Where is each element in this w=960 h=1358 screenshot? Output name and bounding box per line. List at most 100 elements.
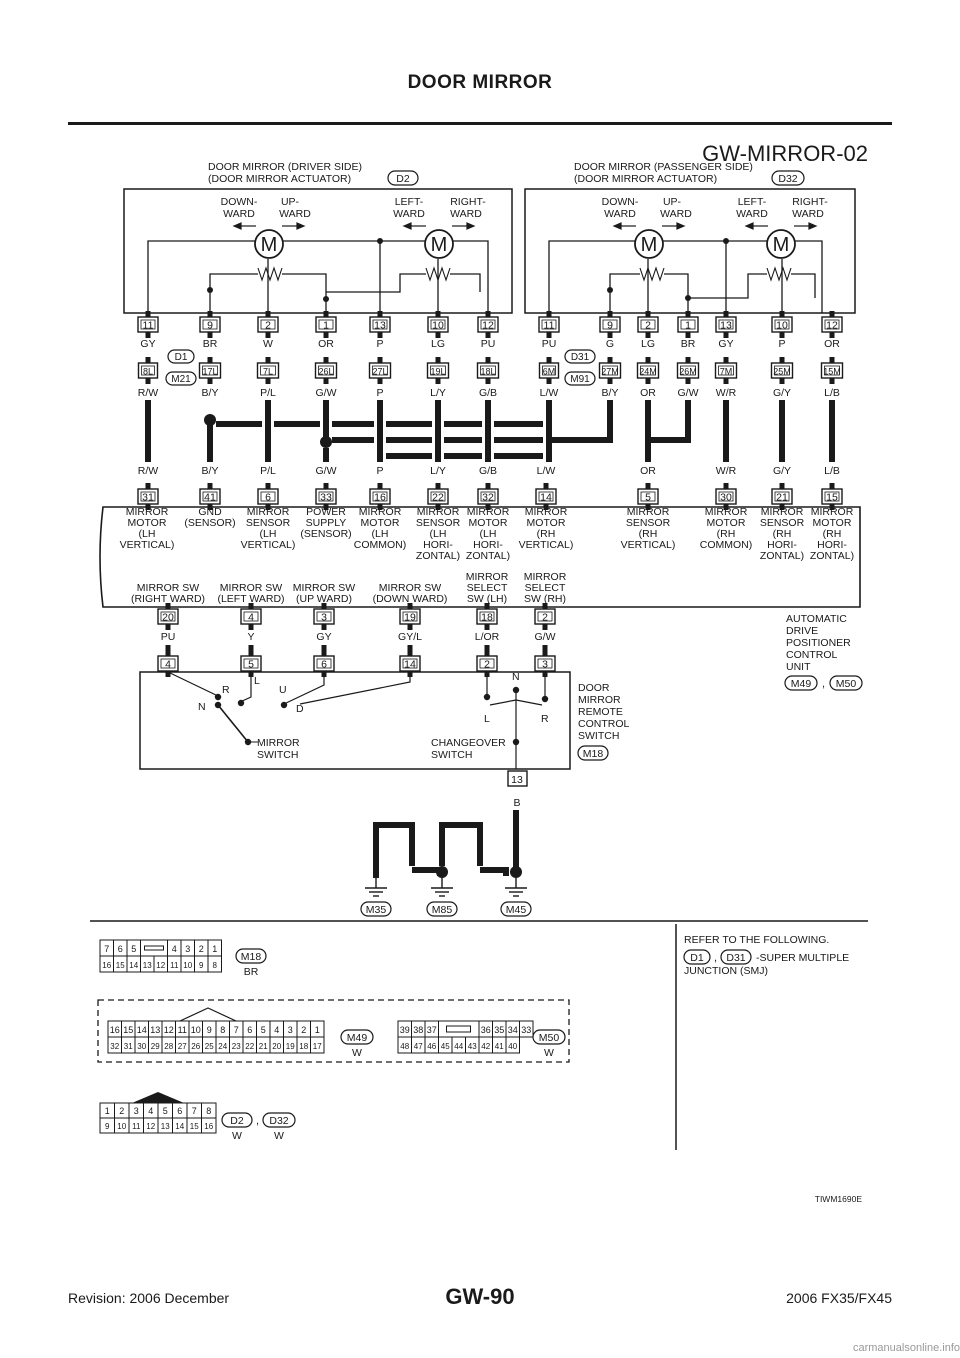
unit-pin-1: 41 xyxy=(204,492,216,504)
sw-label-4-2: SW (LH) xyxy=(467,593,507,605)
remote-l: L xyxy=(254,675,260,687)
diagram-id: GW-MIRROR-02 xyxy=(702,141,868,166)
unit-label-5-0: MIRROR xyxy=(417,506,460,518)
ground-wire-label-5: B xyxy=(512,843,519,855)
junction-wire-color-8: B/Y xyxy=(602,387,619,399)
unit-pin-8: 5 xyxy=(645,492,651,504)
m50-bottom-2: 46 xyxy=(427,1042,436,1051)
unit-label-10-4: ZONTAL) xyxy=(760,550,804,562)
change-n: N xyxy=(512,671,520,683)
sw-wire-color-2: GY xyxy=(316,631,331,643)
direction-arrows xyxy=(232,222,818,230)
m49-bottom-14: 18 xyxy=(299,1042,308,1051)
remote-connector: M18 xyxy=(583,748,604,760)
sw-label-0-0: MIRROR SW xyxy=(137,582,200,594)
refer-line-1: REFER TO THE FOLLOWING. xyxy=(684,934,829,946)
sw-wire-color-3: GY/L xyxy=(398,631,422,643)
unit-label-11-4: ZONTAL) xyxy=(810,550,854,562)
d2-color: W xyxy=(232,1130,242,1142)
m18-bottom-0: 16 xyxy=(102,961,111,970)
unit-label-4-3: COMMON) xyxy=(354,539,407,551)
mirror-wire-color-11: GY xyxy=(718,338,733,350)
refer-connector-1: D1 xyxy=(690,952,704,964)
m49-top-5: 11 xyxy=(178,1025,187,1035)
unit-label-3-0: POWER xyxy=(306,506,346,518)
m49-bottom-3: 29 xyxy=(151,1042,160,1051)
d2-top-6: 7 xyxy=(192,1106,197,1116)
d32-color: W xyxy=(274,1130,284,1142)
ground-wire-color: B xyxy=(513,797,520,809)
unit-label-5-3: HORI- xyxy=(423,539,453,551)
m50-color: W xyxy=(544,1047,554,1059)
unit-wire-color-1: B/Y xyxy=(202,465,219,477)
m18-name: M18 xyxy=(241,951,262,963)
remote-pin-3: 14 xyxy=(404,659,416,671)
unit-label-8-0: MIRROR xyxy=(627,506,670,518)
ground-wire-label-1: B xyxy=(372,843,379,855)
mirror-wire-color-10: BR xyxy=(681,338,696,350)
dir-left-2: WARD xyxy=(393,208,425,220)
unit-label-3-1: SUPPLY xyxy=(306,517,347,529)
unit-wire-color-8: OR xyxy=(640,465,656,477)
unit-label-11-1: MOTOR xyxy=(813,517,852,529)
pass-dir-down-1: DOWN- xyxy=(602,196,639,208)
junction-wire-color-12: G/Y xyxy=(773,387,791,399)
dir-up-1: UP- xyxy=(281,196,300,208)
unit-wire-color-9: W/R xyxy=(716,465,737,477)
change-l: L xyxy=(484,713,490,725)
changeover-label-2: SWITCH xyxy=(431,749,472,761)
dir-down-2: WARD xyxy=(223,208,255,220)
mirror-pin-11: 13 xyxy=(720,320,732,332)
mirror-wire-color-6: PU xyxy=(481,338,496,350)
m50-top-5: 34 xyxy=(508,1025,518,1035)
mirror-pin-12: 10 xyxy=(776,320,788,332)
dir-left-1: LEFT- xyxy=(395,196,424,208)
adp-label-1: AUTOMATIC xyxy=(786,613,847,625)
dir-down-1: DOWN- xyxy=(221,196,258,208)
m49-bottom-13: 19 xyxy=(286,1042,295,1051)
m49-top-10: 6 xyxy=(247,1025,252,1035)
junction-wire-color-3: G/W xyxy=(316,387,337,399)
figure-code: TIWM1690E xyxy=(815,1194,863,1204)
m49-top-9: 7 xyxy=(234,1025,239,1035)
sw-label-5-2: SW (RH) xyxy=(524,593,566,605)
unit-label-2-0: MIRROR xyxy=(247,506,290,518)
mirror-wire-color-9: LG xyxy=(641,338,655,350)
driver-motor-left-m: M xyxy=(431,234,448,256)
unit-label-4-1: MOTOR xyxy=(361,517,400,529)
unit-label-5-4: ZONTAL) xyxy=(416,550,460,562)
m49-bottom-5: 27 xyxy=(178,1042,187,1051)
m50-bottom-8: 40 xyxy=(508,1042,517,1051)
junction-pin-7: 6M xyxy=(543,367,556,377)
unit-label-10-0: MIRROR xyxy=(761,506,804,518)
mirror-pin-6: 12 xyxy=(482,320,494,332)
dir-right-1: RIGHT- xyxy=(450,196,486,208)
pass-dir-left-2: WARD xyxy=(736,208,768,220)
d2-sep: , xyxy=(256,1115,259,1127)
refer-sep: , xyxy=(714,952,717,964)
adp-label-3: POSITIONER xyxy=(786,637,851,649)
m49-name: M49 xyxy=(347,1032,368,1044)
mirror-pin-10: 1 xyxy=(685,320,691,332)
remote-label-3: REMOTE xyxy=(578,706,623,718)
unit-label-10-2: (RH xyxy=(773,528,792,540)
adp-connector-sep: , xyxy=(822,678,825,690)
mirror-pin-2: 2 xyxy=(265,320,271,332)
m49-top-0: 16 xyxy=(110,1025,120,1035)
remote-switch-box xyxy=(139,671,571,770)
junction-pin-6: 18L xyxy=(480,367,495,377)
mirror-wire-color-7: PU xyxy=(542,338,557,350)
sw-wire-color-5: G/W xyxy=(535,631,556,643)
d2-name: D2 xyxy=(230,1115,244,1127)
m18-bottom-1: 15 xyxy=(116,961,125,970)
unit-label-5-1: SENSOR xyxy=(416,517,461,529)
m49-top-3: 13 xyxy=(150,1025,160,1035)
unit-pin-11: 15 xyxy=(826,492,838,504)
junction-wire-color-6: G/B xyxy=(479,387,497,399)
sw-label-3-0: MIRROR SW xyxy=(379,582,442,594)
pass-dir-down-2: WARD xyxy=(604,208,636,220)
driver-mirror-box xyxy=(123,188,513,314)
pass-dir-left-1: LEFT- xyxy=(738,196,767,208)
